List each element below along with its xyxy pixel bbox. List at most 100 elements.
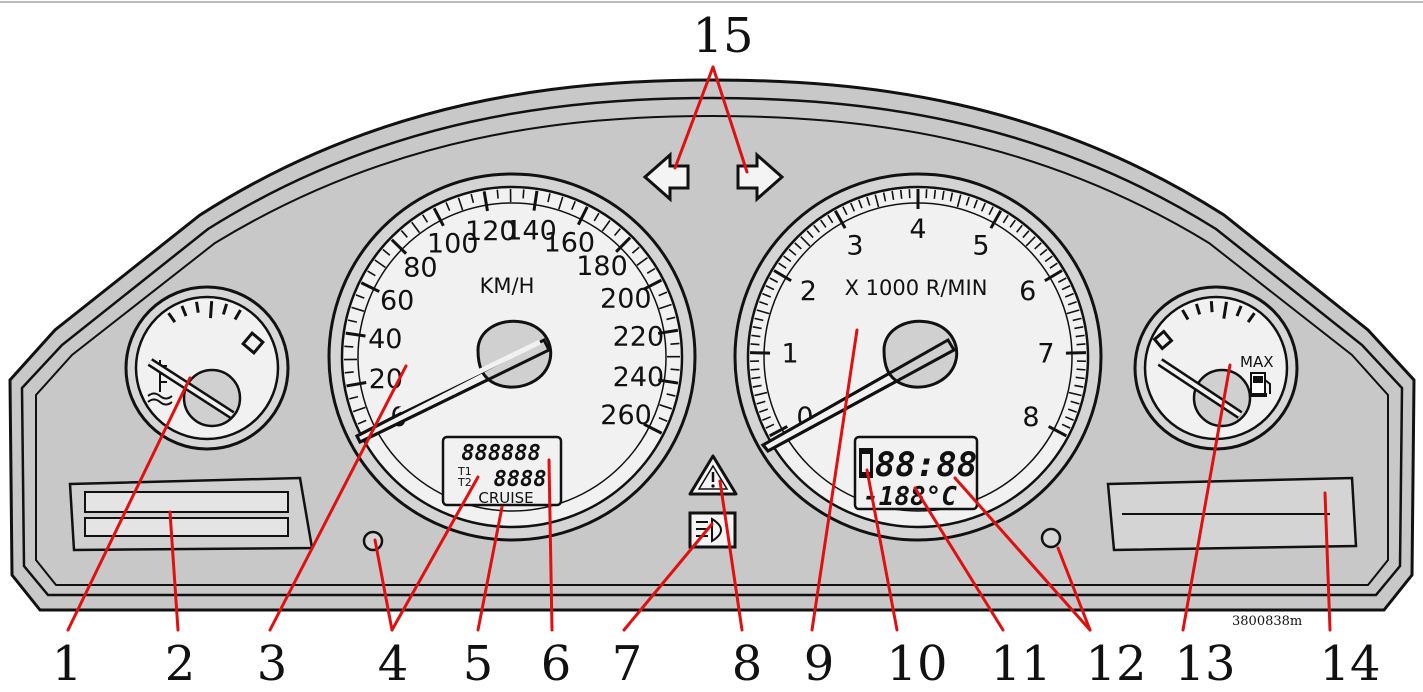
rpm-minor-tick	[820, 219, 827, 228]
rpm-minor-tick	[813, 224, 820, 233]
speed-major-tick	[432, 207, 445, 227]
rpm-minor-tick	[1076, 368, 1086, 371]
leader-line	[622, 522, 714, 632]
rpm-minor-tick	[949, 192, 954, 202]
leader-line	[1056, 546, 1092, 632]
speed-minor-tick	[351, 306, 365, 312]
rpm-minor-tick	[752, 384, 762, 388]
rpm-minor-tick	[965, 196, 970, 206]
rpm-minor-tick	[800, 236, 811, 247]
rpm-minor-tick	[754, 391, 768, 397]
speed-minor-tick	[670, 368, 680, 371]
trip-label-2: T2	[457, 476, 472, 489]
speed-label: 120	[465, 216, 517, 247]
fuel-tick	[1235, 305, 1243, 317]
callout-14: 14	[1319, 636, 1380, 692]
trip-label-1: T1	[457, 465, 472, 478]
trip-reset-button[interactable]	[362, 530, 384, 552]
rpm-minor-tick	[891, 190, 895, 201]
callout-leader-lines	[66, 65, 1332, 632]
fuel-tick	[1209, 301, 1214, 313]
clock-display: 88:88	[875, 445, 977, 485]
rpm-minor-tick	[751, 376, 761, 380]
rpm-minor-tick	[751, 334, 761, 338]
leader-line	[268, 364, 408, 632]
rpm-lcd	[853, 435, 979, 511]
rpm-minor-tick	[1034, 242, 1042, 250]
callout-11: 11	[990, 636, 1051, 692]
speed-minor-tick	[666, 393, 676, 397]
leader-line	[1323, 491, 1332, 632]
rpm-minor-tick	[788, 248, 797, 256]
rpm-minor-tick	[759, 408, 769, 413]
speed-minor-tick	[558, 196, 564, 210]
leader-line	[1181, 363, 1232, 632]
speed-major-tick	[576, 206, 589, 226]
rpm-minor-tick	[1075, 334, 1085, 338]
leader-line	[673, 65, 715, 170]
speed-minor-tick	[666, 316, 676, 321]
rpm-major-tick	[989, 210, 1003, 229]
speed-minor-tick	[445, 202, 451, 212]
rpm-major-tick	[1044, 269, 1063, 283]
speed-minor-tick	[659, 303, 672, 310]
rpm-minor-tick	[759, 300, 769, 306]
rpm-label: 3	[846, 231, 863, 262]
temp-tick	[167, 312, 177, 323]
speed-minor-tick	[357, 419, 367, 425]
rpm-major-tick	[768, 425, 789, 438]
rpm-minor-tick	[1067, 300, 1077, 306]
clock-set-button[interactable]	[1040, 527, 1062, 549]
speed-label: 260	[600, 400, 652, 431]
rpm-major-tick	[833, 210, 847, 229]
speed-minor-tick	[400, 230, 408, 238]
rpm-minor-tick	[988, 206, 994, 216]
speed-major-tick	[345, 331, 366, 338]
rpm-minor-tick	[1025, 236, 1036, 247]
rpm-minor-tick	[1064, 292, 1074, 298]
leader-line	[476, 505, 504, 632]
leader-line	[711, 65, 749, 174]
rpm-minor-tick	[1074, 384, 1084, 388]
speed-label: 60	[380, 285, 414, 316]
rpm-minor-tick	[754, 317, 764, 322]
figure-code: 3800838m	[1232, 614, 1302, 629]
speed-minor-tick	[352, 406, 366, 413]
fuel-tick	[1246, 312, 1256, 323]
temp-warning-zone	[241, 331, 265, 355]
speed-major-tick	[643, 422, 663, 435]
rpm-minor-tick	[933, 189, 937, 199]
rpm-minor-tick	[806, 230, 814, 239]
fuel-tick	[1222, 301, 1228, 319]
speed-label: 220	[613, 322, 665, 353]
callout-5: 5	[463, 636, 494, 692]
speed-minor-tick	[571, 201, 576, 210]
fuel-pump-icon	[1249, 372, 1271, 397]
rpm-minor-tick	[1074, 326, 1084, 330]
speed-minor-tick	[344, 371, 354, 374]
speed-major-tick	[657, 328, 679, 335]
rpm-minor-tick	[973, 199, 978, 209]
rpm-minor-tick	[1061, 423, 1071, 429]
temp-tick	[221, 303, 229, 315]
speed-minor-tick	[367, 270, 376, 277]
speed-major-tick	[615, 236, 632, 253]
speed-minor-tick	[344, 345, 354, 348]
left-display-panel	[68, 476, 314, 552]
rpm-minor-tick	[769, 277, 779, 283]
leader-line	[373, 538, 394, 632]
rpm-minor-tick	[980, 202, 986, 212]
rpm-minor-tick	[1067, 408, 1077, 413]
fuel-tick	[1181, 309, 1190, 321]
rpm-minor-tick	[1075, 376, 1085, 380]
rpm-major-tick	[1065, 351, 1086, 355]
rpm-minor-tick	[756, 400, 766, 405]
rpm-minor-tick	[899, 189, 903, 199]
speed-minor-tick	[382, 248, 391, 256]
leader-line	[168, 510, 180, 632]
rpm-minor-tick	[1066, 309, 1080, 315]
rpm-major-tick	[750, 351, 771, 355]
callout-12: 12	[1085, 636, 1146, 692]
rpm-minor-tick	[882, 192, 887, 202]
